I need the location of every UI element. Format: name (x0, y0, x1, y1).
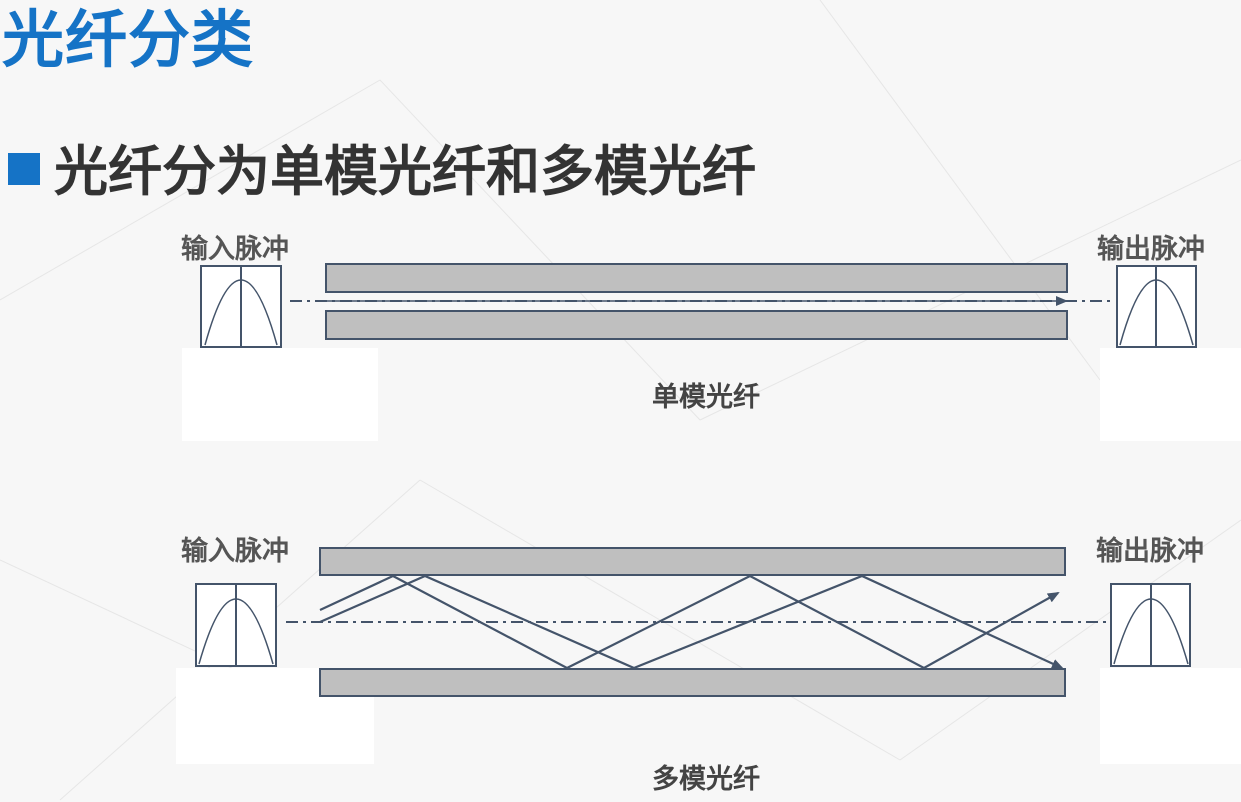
multi-ray-2 (319, 574, 1064, 670)
single-output-label: 输出脉冲 (1097, 234, 1205, 265)
single-input-pulse (200, 265, 282, 348)
multi-input-pulse (195, 583, 277, 667)
page-title: 光纤分类 (2, 3, 255, 76)
single-cladding-bottom (325, 310, 1068, 340)
single-output-blank-area (1100, 348, 1241, 441)
multi-cladding-bottom (319, 668, 1066, 697)
multi-output-blank-area (1100, 668, 1241, 764)
multi-mode-caption: 多模光纤 (652, 764, 760, 795)
multi-cladding-top (319, 547, 1066, 576)
multi-input-label: 输入脉冲 (181, 536, 289, 567)
single-mode-fiber (290, 263, 1112, 340)
single-output-pulse (1116, 265, 1197, 348)
multi-ray-1 (319, 574, 1060, 670)
single-cladding-top (325, 263, 1068, 293)
single-input-label: 输入脉冲 (181, 234, 289, 265)
multi-output-pulse (1110, 583, 1191, 667)
multi-output-label: 输出脉冲 (1096, 536, 1204, 567)
bullet-square-icon (8, 153, 40, 185)
bullet-text: 光纤分为单模光纤和多模光纤 (54, 140, 756, 203)
single-input-blank-area (182, 348, 378, 441)
multi-mode-fiber (286, 547, 1110, 697)
single-mode-caption: 单模光纤 (652, 382, 760, 413)
